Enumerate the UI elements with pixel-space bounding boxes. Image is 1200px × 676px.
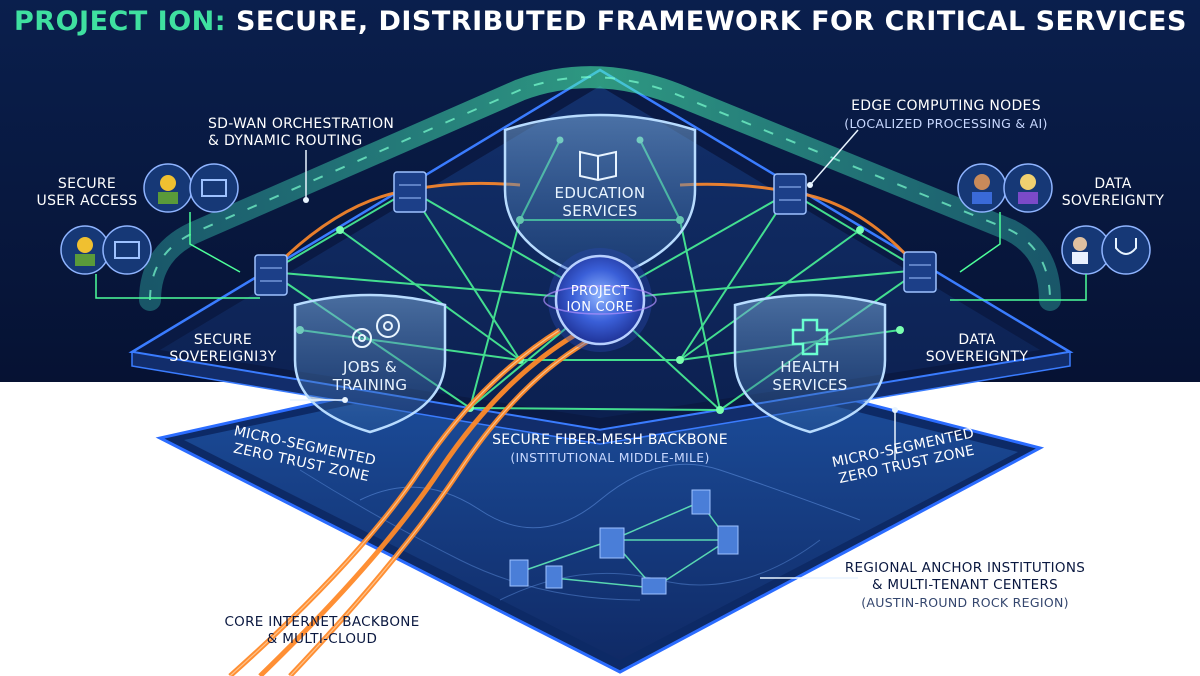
server-icon: [254, 254, 288, 296]
page-title: PROJECT ION: SECURE, DISTRIBUTED FRAMEWO…: [14, 6, 1187, 37]
title-highlight: PROJECT ION:: [14, 6, 227, 37]
book-icon: [579, 150, 617, 182]
shield-education-line2: SERVICES: [562, 202, 638, 220]
callout-dots: [303, 182, 898, 413]
shield-health: [733, 293, 887, 434]
shield-education-line1: EDUCATION: [554, 184, 646, 202]
label-edge: EDGE COMPUTING NODES (LOCALIZED PROCESSI…: [826, 98, 1066, 132]
shield-health-label: HEALTH SERVICES: [755, 358, 865, 394]
server-nodes: [254, 171, 937, 296]
label-backbone-line2: (INSTITUTIONAL MIDDLE-MILE): [510, 450, 710, 465]
label-core-internet-line1: CORE INTERNET BACKBONE: [224, 614, 420, 630]
shield-health-line1: HEALTH: [780, 358, 840, 376]
label-backbone-line1: SECURE FIBER-MESH BACKBONE: [492, 432, 728, 448]
core-label: PROJECT ION CORE: [555, 284, 645, 316]
shield-education-label: EDUCATION SERVICES: [540, 184, 660, 220]
label-core-internet-line2: & MULTI-CLOUD: [266, 631, 378, 647]
project-ion-core: [543, 248, 657, 352]
shield-jobs: [293, 293, 447, 434]
shield-jobs-label: JOBS & TRAINING: [315, 358, 425, 394]
label-regional: REGIONAL ANCHOR INSTITUTIONS & MULTI-TEN…: [840, 560, 1090, 611]
label-data-sovereignty-top-line2: SOVEREIGNTY: [1061, 193, 1165, 209]
label-data-sovereignty-right-line1: DATA: [958, 332, 996, 348]
shield-education: [503, 113, 697, 284]
label-sdwan-line1: SD-WAN ORCHESTRATION: [208, 116, 395, 132]
callout-lines: [290, 129, 896, 579]
label-backbone: SECURE FIBER-MESH BACKBONE (INSTITUTIONA…: [470, 432, 750, 466]
core-label-line1: PROJECT: [570, 284, 630, 299]
shield-jobs-line2: TRAINING: [332, 376, 408, 394]
label-secure-user-access-line1: SECURE: [57, 176, 117, 192]
user-access-icons: [60, 163, 260, 299]
core-label-line2: ION CORE: [566, 300, 634, 315]
label-data-sovereignty-top: DATA SOVEREIGNTY: [1058, 176, 1168, 210]
label-data-sovereignty-right-line2: SOVEREIGNTY: [925, 349, 1029, 365]
label-secure-sovereignty-line1: SECURE: [193, 332, 253, 348]
label-edge-line1: EDGE COMPUTING NODES: [851, 98, 1041, 114]
label-secure-sovereignty-line2: SOVEREIGNI3Y: [169, 349, 277, 365]
label-sdwan-line2: & DYNAMIC ROUTING: [208, 133, 363, 149]
sdwan-arcs: [139, 66, 1061, 311]
server-icon: [773, 173, 807, 215]
label-core-internet: CORE INTERNET BACKBONE & MULTI-CLOUD: [212, 614, 432, 648]
label-secure-user-access: SECURE USER ACCESS: [28, 176, 146, 210]
label-edge-line2: (LOCALIZED PROCESSING & AI): [844, 116, 1048, 131]
label-regional-line1: REGIONAL ANCHOR INSTITUTIONS: [844, 560, 1086, 576]
shield-health-line2: SERVICES: [772, 376, 848, 394]
label-regional-line2: & MULTI-TENANT CENTERS: [872, 577, 1058, 593]
gears-icon: [352, 314, 400, 348]
label-sdwan: SD-WAN ORCHESTRATION & DYNAMIC ROUTING: [208, 116, 394, 150]
label-regional-line3: (AUSTIN-ROUND ROCK REGION): [861, 595, 1069, 610]
shield-jobs-line1: JOBS &: [342, 358, 398, 376]
label-secure-user-access-line2: USER ACCESS: [36, 193, 138, 209]
label-data-sovereignty-top-line1: DATA: [1094, 176, 1132, 192]
title-rest: SECURE, DISTRIBUTED FRAMEWORK FOR CRITIC…: [235, 6, 1187, 37]
server-icon: [903, 251, 937, 293]
server-icon: [393, 171, 427, 213]
label-secure-sovereignty: SECURE SOVEREIGNI3Y: [168, 332, 278, 366]
medical-cross-icon: [791, 318, 829, 356]
label-data-sovereignty-right: DATA SOVEREIGNTY: [922, 332, 1032, 366]
data-sovereignty-icons: [950, 163, 1151, 301]
